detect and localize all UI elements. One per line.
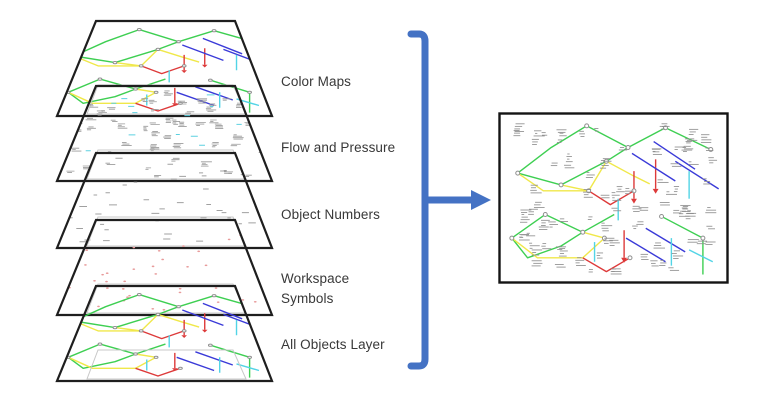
combined-map-content [510,124,719,275]
all-objects-content [66,294,264,378]
brace-icon [407,30,429,370]
plane-outline [55,284,274,383]
plane-outline [55,151,274,250]
map-extent-frame [86,84,247,115]
color-maps-content [66,29,264,113]
map-extent-frame [86,349,247,380]
plane-outline [55,19,274,118]
layer-label-all-objects: All Objects Layer [281,337,385,352]
map-extent-frame [86,216,247,247]
combined-map-panel [498,112,729,284]
layer-label-color-maps: Color Maps [281,74,352,89]
layer-label-flow-and-pressure: Flow and Pressure [281,140,396,155]
layer-label-workspace-symbols: Workspace Symbols [281,271,350,306]
workspace-symbols-content [67,230,257,311]
layer-plane-all-objects [55,284,274,383]
plane-outline [55,84,274,183]
plane-outline [55,218,274,317]
arrow-right-icon [425,190,491,210]
layer-label-object-numbers: Object Numbers [281,207,380,222]
